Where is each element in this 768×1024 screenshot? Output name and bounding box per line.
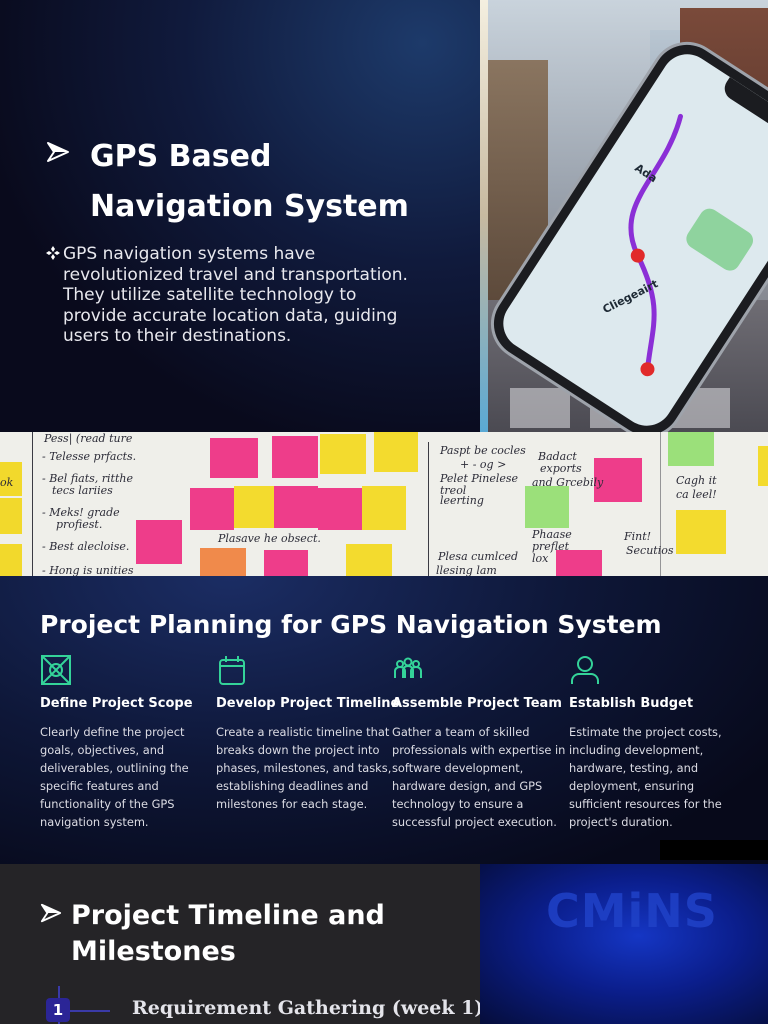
card-heading: Establish Budget [569, 696, 694, 711]
timeline-panel: Project Timeline and Milestones 1 Requir… [0, 864, 484, 1024]
card-body: Create a realistic timeline that breaks … [216, 725, 392, 811]
slide-project-planning: Project Planning for GPS Navigation Syst… [0, 576, 768, 864]
note-text: Plesa cumlced [438, 550, 519, 563]
note-text: lox [532, 552, 549, 565]
planning-card-budget: Establish Budget Estimate the project co… [569, 654, 745, 831]
slide-timeline: Project Timeline and Milestones 1 Requir… [0, 864, 768, 1024]
milestone-number-badge: 1 [46, 998, 70, 1022]
note-text: ok [0, 476, 14, 489]
timeline-title: Project Timeline and Milestones [71, 900, 385, 967]
note-text: Fint! [624, 530, 652, 543]
note-text: Pess| (read ture [44, 432, 133, 445]
slide-gps-intro: GPS Based Navigation System GPS navigati… [0, 0, 768, 432]
planning-card-timeline: Develop Project Timeline Create a realis… [216, 654, 400, 813]
card-heading: Develop Project Timeline [216, 696, 400, 711]
note-text: tecs lariies [52, 484, 113, 497]
note-text: Phaase [532, 528, 572, 541]
scope-icon [41, 655, 71, 685]
note-text: - Hong is unities [42, 564, 134, 576]
note-text: Pelet Pinelese [440, 472, 519, 485]
note-text: exports [540, 462, 582, 475]
note-text: + - og > [460, 458, 507, 471]
intro-text-panel: GPS Based Navigation System GPS navigati… [0, 0, 480, 432]
note-text: preflet [532, 540, 570, 553]
slide-title: GPS Based Navigation System [90, 139, 409, 224]
cmins-logo: CMiNS [546, 884, 718, 938]
card-heading: Assemble Project Team [392, 696, 562, 711]
card-body: Gather a team of skilled professionals w… [392, 725, 566, 829]
sticky-notes-photo: Pess| (read ture - Telesse prfacts. - Be… [0, 432, 768, 576]
note-text: - Best alecloise. [42, 540, 130, 553]
note-text: Badact [538, 450, 577, 463]
note-text: Paspt be cocles [440, 444, 526, 457]
note-text: Plasave he obsect. [218, 532, 321, 545]
note-text: and Grcebily [532, 476, 604, 489]
map-screen: Ada Cliegeairt [493, 44, 768, 432]
note-text: leerting [440, 494, 484, 507]
diamond-bullet-icon [46, 246, 60, 260]
arrow-bullet-icon [47, 142, 69, 162]
note-text: profiest. [56, 518, 103, 531]
logo-panel: CMiNS [480, 864, 768, 1024]
note-text: treol [440, 484, 467, 497]
milestone-label: Requirement Gathering (week 1) [132, 997, 484, 1019]
team-icon [394, 657, 422, 678]
note-text: ca leel! [676, 488, 717, 501]
note-text: llesing lam [436, 564, 497, 576]
note-text: - Bel fiats, ritthe [42, 472, 133, 485]
card-heading: Define Project Scope [40, 696, 193, 711]
intro-description: GPS navigation systems have revolutioniz… [63, 244, 408, 346]
smartphone: Ada Cliegeairt [480, 31, 768, 432]
card-body: Estimate the project costs, including de… [569, 725, 722, 829]
planning-card-team: Assemble Project Team Gather a team of s… [392, 654, 568, 831]
note-text: - Meks! grade [42, 506, 120, 519]
card-body: Clearly define the project goals, object… [40, 725, 189, 829]
note-text: Cagh it [676, 474, 717, 487]
planning-card-scope: Define Project Scope Clearly define the … [40, 654, 216, 831]
note-text: - Telesse prfacts. [42, 450, 137, 463]
person-icon [571, 656, 599, 684]
arrow-bullet-icon [40, 903, 62, 923]
section-title: Project Planning for GPS Navigation Syst… [40, 610, 662, 639]
note-text: Secutios [626, 544, 674, 557]
calendar-icon [219, 656, 245, 685]
route-line [628, 113, 683, 377]
